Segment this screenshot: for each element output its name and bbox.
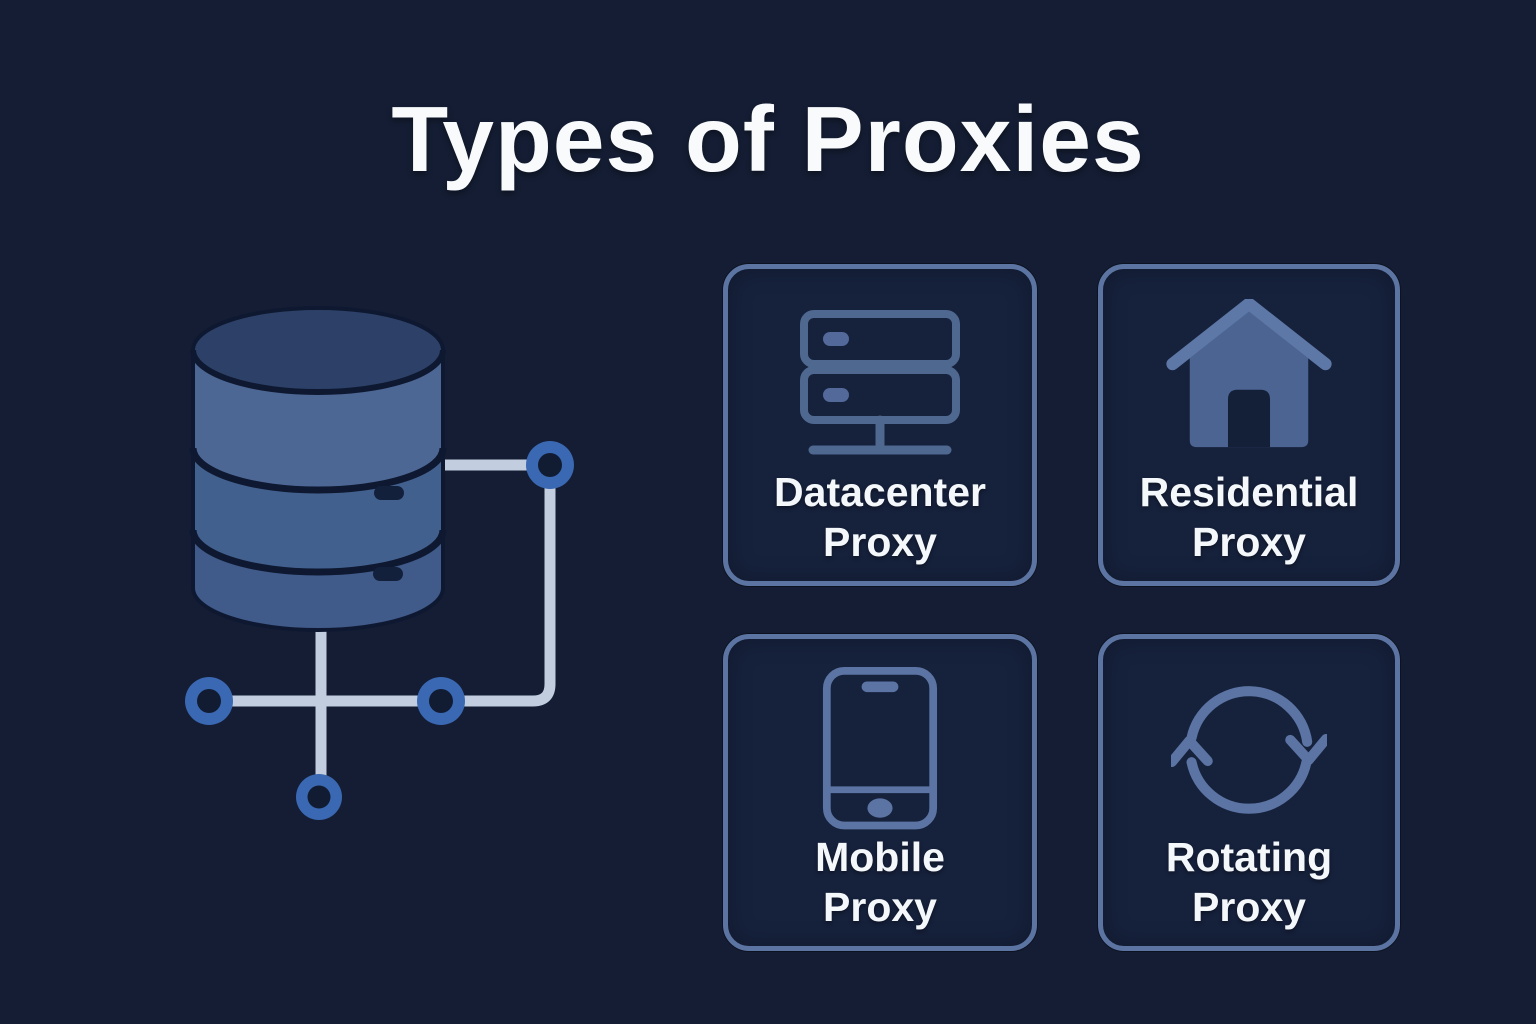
card-label-line1: Datacenter (774, 468, 986, 515)
database-network-illustration (185, 306, 574, 820)
network-node (526, 441, 574, 489)
house-icon (1166, 299, 1332, 448)
page-title: Types of Proxies (391, 87, 1145, 191)
cylinder-slot (374, 486, 404, 500)
network-node (185, 677, 233, 725)
network-node (417, 677, 465, 725)
card-datacenter-proxy: Datacenter Proxy (723, 264, 1037, 586)
database-cylinder-icon (189, 306, 447, 632)
card-label-line1: Rotating (1165, 833, 1333, 880)
card-label-line2: Proxy (1192, 883, 1306, 930)
card-label-line1: Mobile (815, 833, 945, 880)
card-label-line2: Proxy (823, 518, 937, 565)
server-icon (800, 310, 960, 455)
card-label: Datacenter Proxy (728, 467, 1032, 567)
network-nodes (185, 441, 574, 820)
network-node (296, 774, 342, 820)
card-label: Mobile Proxy (728, 832, 1032, 932)
card-mobile-proxy: Mobile Proxy (723, 634, 1037, 951)
card-label: Rotating Proxy (1103, 832, 1395, 932)
card-label-line2: Proxy (823, 883, 937, 930)
rotating-arrows-icon (1171, 686, 1327, 814)
smartphone-icon (822, 666, 938, 830)
card-label: Residential Proxy (1103, 467, 1395, 567)
card-label-line1: Residential (1139, 468, 1359, 515)
card-rotating-proxy: Rotating Proxy (1098, 634, 1400, 951)
card-label-line2: Proxy (1192, 518, 1306, 565)
cylinder-slot (373, 567, 403, 581)
card-residential-proxy: Residential Proxy (1098, 264, 1400, 586)
